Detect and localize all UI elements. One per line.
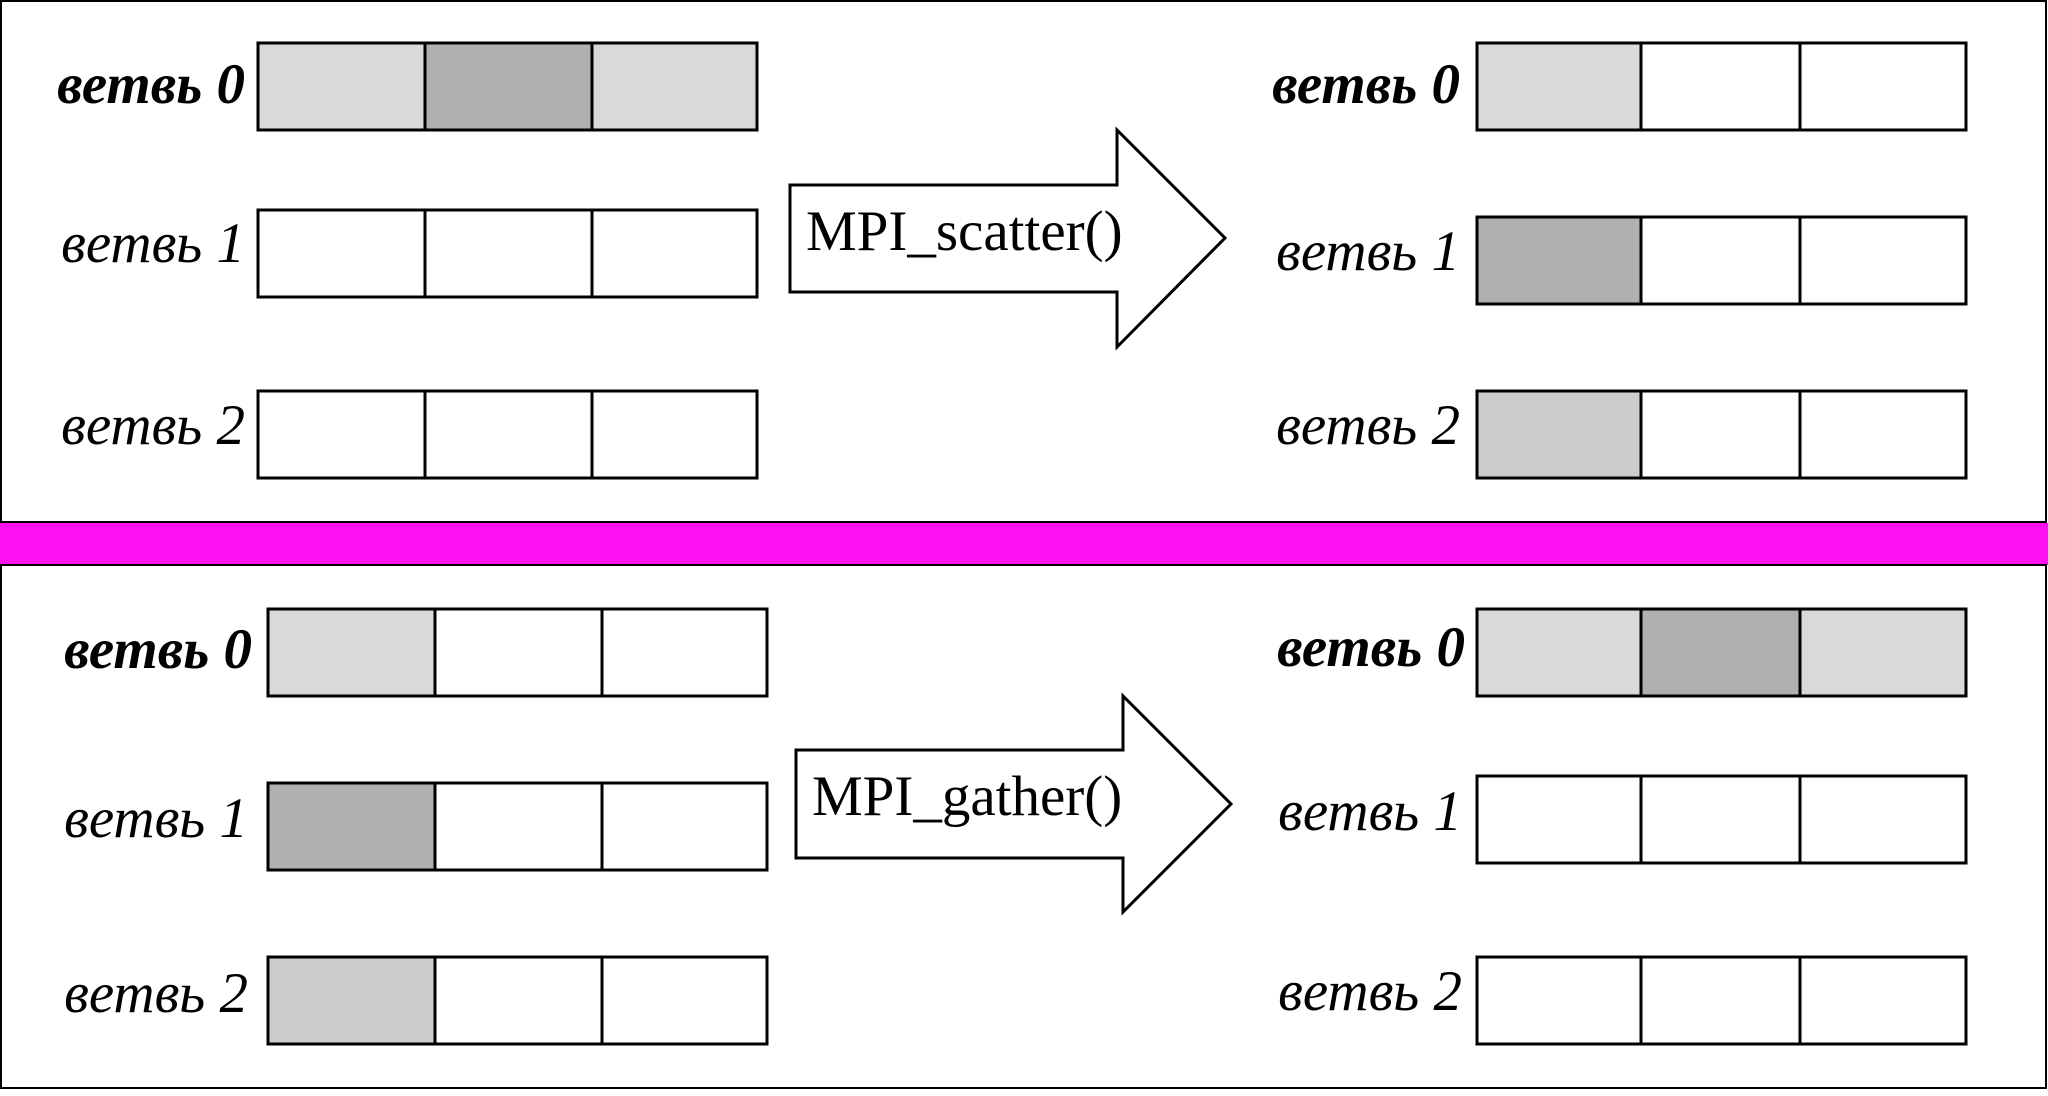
branch-label: ветвь 2 [64, 962, 248, 1025]
buffer-cell [433, 955, 604, 1046]
gather-after-row-1: ветвь 1 [1278, 774, 1968, 865]
buffer-cell [600, 781, 769, 872]
buffer-cell [1798, 955, 1968, 1046]
gather-panel: ветвь 0 ветвь 1 ветвь 2 [64, 607, 1968, 1046]
branch-label: ветвь 2 [1278, 960, 1462, 1023]
branch-label: ветвь 2 [61, 394, 245, 457]
gather-after-group: ветвь 0 ветвь 1 ветвь 2 [1277, 607, 1968, 1046]
gather-before-row-1: ветвь 1 [64, 781, 769, 872]
buffer-cell [600, 955, 769, 1046]
buffer-cell [1639, 215, 1802, 306]
scatter-before-row-1: ветвь 1 [61, 208, 759, 299]
buffer-cell [1475, 607, 1643, 698]
buffer-cell [1475, 41, 1643, 132]
branch-label: ветвь 1 [1278, 780, 1462, 843]
buffer-cell [1475, 774, 1643, 865]
gather-before-row-0: ветвь 0 [64, 607, 769, 698]
buffer-cell [256, 41, 427, 132]
branch-label: ветвь 0 [1277, 616, 1465, 679]
branch-label: ветвь 0 [1272, 53, 1460, 116]
arrow-right-icon [788, 126, 1228, 351]
buffer-cell [1798, 215, 1968, 306]
scatter-before-group: ветвь 0 ветвь 1 ветвь 2 [57, 41, 759, 480]
gather-arrow: MPI_gather() [794, 692, 1234, 916]
buffer-cell [433, 781, 604, 872]
buffer-cell [1798, 607, 1968, 698]
branch-label: ветвь 1 [1276, 220, 1460, 283]
arrow-right-icon [794, 692, 1234, 916]
scatter-panel: ветвь 0 ветвь 1 ветвь 2 [57, 41, 1968, 480]
buffer-cell [1475, 215, 1643, 306]
scatter-arrow: MPI_scatter() [788, 126, 1228, 351]
buffer-cell [256, 389, 427, 480]
branch-label: ветвь 0 [64, 618, 252, 681]
buffer-cell [1475, 955, 1643, 1046]
gather-after-row-0: ветвь 0 [1277, 607, 1968, 698]
operation-label: MPI_gather() [812, 765, 1122, 828]
buffer-cell [433, 607, 604, 698]
gather-before-group: ветвь 0 ветвь 1 ветвь 2 [64, 607, 769, 1046]
buffer-cell [1639, 774, 1802, 865]
buffer-cell [1639, 607, 1802, 698]
scatter-before-row-2: ветвь 2 [61, 389, 759, 480]
scatter-before-row-0: ветвь 0 [57, 41, 759, 132]
buffer-cell [1639, 389, 1802, 480]
buffer-cell [266, 781, 437, 872]
buffer-cell [1639, 41, 1802, 132]
scatter-after-row-2: ветвь 2 [1276, 389, 1968, 480]
buffer-cell [256, 208, 427, 299]
buffer-cell [1475, 389, 1643, 480]
buffer-cell [590, 41, 759, 132]
buffer-cell [1798, 41, 1968, 132]
branch-label: ветвь 1 [61, 212, 245, 275]
branch-label: ветвь 0 [57, 53, 245, 116]
buffer-cell [423, 208, 594, 299]
buffer-cell [266, 607, 437, 698]
buffer-cell [1798, 389, 1968, 480]
scatter-after-group: ветвь 0 ветвь 1 ветвь 2 [1272, 41, 1968, 480]
scatter-after-row-1: ветвь 1 [1276, 215, 1968, 306]
operation-label: MPI_scatter() [806, 200, 1123, 263]
divider-band [0, 523, 2048, 565]
buffer-cell [423, 41, 594, 132]
buffer-cell [423, 389, 594, 480]
buffer-cell [266, 955, 437, 1046]
buffer-cell [600, 607, 769, 698]
buffer-cell [1798, 774, 1968, 865]
buffer-cell [1639, 955, 1802, 1046]
scatter-after-row-0: ветвь 0 [1272, 41, 1968, 132]
branch-label: ветвь 1 [64, 787, 248, 850]
gather-before-row-2: ветвь 2 [64, 955, 769, 1046]
branch-label: ветвь 2 [1276, 394, 1460, 457]
buffer-cell [590, 389, 759, 480]
gather-after-row-2: ветвь 2 [1278, 955, 1968, 1046]
buffer-cell [590, 208, 759, 299]
